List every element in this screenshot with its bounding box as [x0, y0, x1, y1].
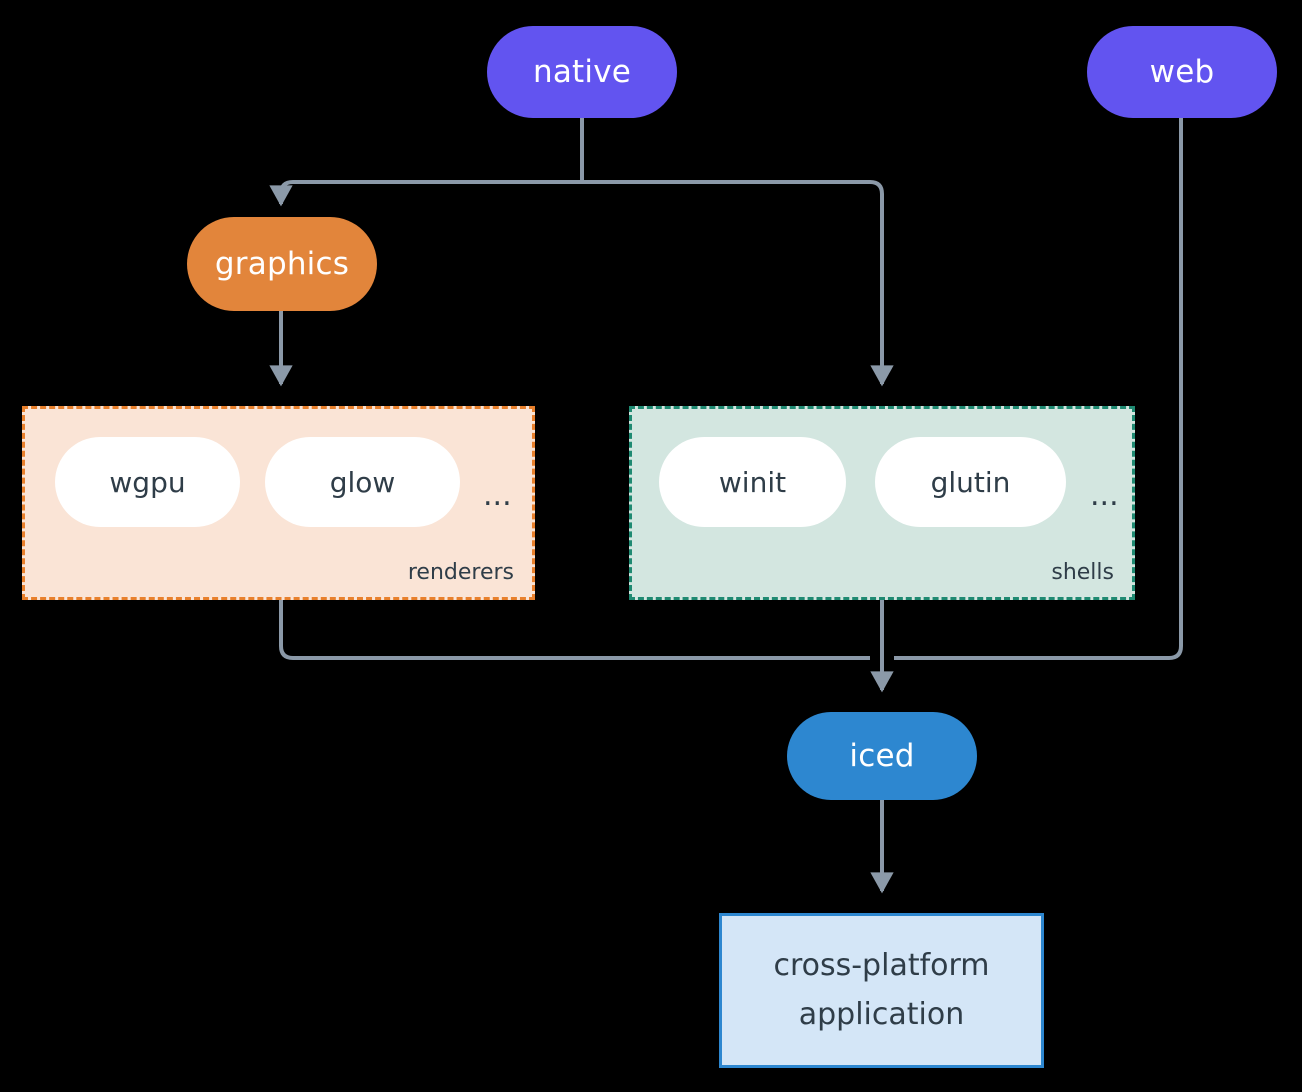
- node-wgpu-label: wgpu: [109, 465, 186, 499]
- node-winit-label: winit: [718, 465, 787, 499]
- node-native[interactable]: native: [487, 26, 677, 118]
- node-web-label: web: [1149, 54, 1215, 90]
- node-graphics[interactable]: graphics: [187, 217, 377, 311]
- node-glutin[interactable]: glutin: [875, 437, 1066, 527]
- node-iced-label: iced: [849, 738, 915, 774]
- node-web[interactable]: web: [1087, 26, 1277, 118]
- shells-overflow-ellipsis: ...: [1090, 478, 1119, 513]
- renderers-overflow-ellipsis: ...: [483, 478, 512, 513]
- edge-native-graphics: [269, 180, 582, 207]
- node-native-label: native: [532, 54, 632, 90]
- node-winit[interactable]: winit: [659, 437, 846, 527]
- edge-renderers-iced: [279, 600, 870, 660]
- node-glutin-label: glutin: [930, 465, 1011, 499]
- edge-native-shells: [582, 180, 894, 387]
- group-renderers-label: renderers: [407, 560, 514, 585]
- node-graphics-label: graphics: [214, 246, 350, 282]
- node-cross-platform-application[interactable]: cross-platform application: [719, 913, 1044, 1068]
- application-label-line2: application: [798, 996, 965, 1032]
- group-shells-label: shells: [1051, 560, 1114, 585]
- group-renderers: wgpu glow ... renderers: [22, 406, 535, 600]
- node-iced[interactable]: iced: [787, 712, 977, 800]
- group-shells: winit glutin ... shells: [629, 406, 1135, 600]
- node-wgpu[interactable]: wgpu: [55, 437, 240, 527]
- application-label-line1: cross-platform: [773, 947, 990, 983]
- node-glow[interactable]: glow: [265, 437, 460, 527]
- node-glow-label: glow: [329, 465, 396, 499]
